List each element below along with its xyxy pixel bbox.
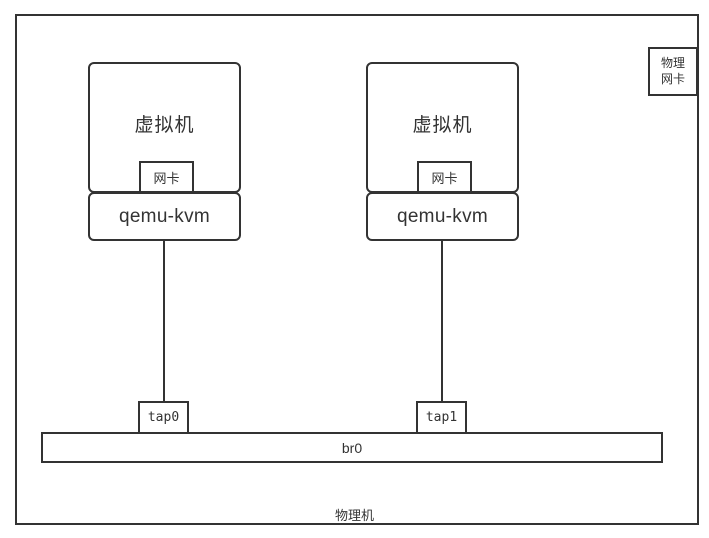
physical-machine-frame [15, 14, 699, 525]
physical-nic-label-line2: 网卡 [660, 71, 685, 86]
bridge-label: br0 [341, 439, 363, 456]
physical-machine-label: 物理机 [334, 508, 374, 523]
vm-nic-label-2: 网卡 [431, 170, 458, 186]
vm-nic-box-2: 网卡 [417, 161, 472, 193]
tap-box-1: tap1 [416, 401, 467, 434]
bridge-box-br0: br0 [41, 432, 663, 463]
vm-nic-label-1: 网卡 [153, 170, 180, 186]
tap-label-0: tap0 [147, 410, 180, 425]
vm-nic-box-1: 网卡 [139, 161, 194, 193]
vm-label-2: 虚拟机 [412, 115, 473, 136]
qemu-kvm-label-2: qemu-kvm [396, 205, 489, 227]
connector-qemu-to-tap-2 [441, 240, 443, 401]
tap-box-0: tap0 [138, 401, 189, 434]
qemu-kvm-box-1: qemu-kvm [88, 192, 241, 241]
connector-qemu-to-tap-1 [163, 240, 165, 401]
qemu-kvm-box-2: qemu-kvm [366, 192, 519, 241]
qemu-kvm-label-1: qemu-kvm [118, 205, 211, 227]
tap-label-1: tap1 [425, 410, 458, 425]
physical-nic-box: 物理 网卡 [648, 47, 698, 96]
physical-nic-label-line1: 物理 [660, 56, 685, 71]
vm-label-1: 虚拟机 [134, 115, 195, 136]
